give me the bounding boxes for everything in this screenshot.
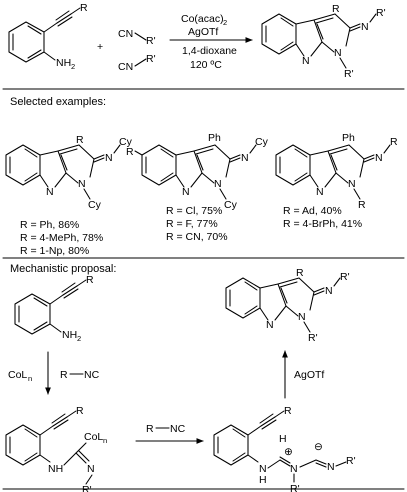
step3-arrow-group: AgOTf bbox=[282, 350, 324, 399]
cy-label: Cy bbox=[224, 199, 238, 211]
r-prime-label: R' bbox=[346, 455, 356, 467]
n-label: N bbox=[298, 311, 306, 323]
n-label: N bbox=[302, 55, 310, 67]
r-label: R bbox=[358, 199, 366, 211]
n-label: N bbox=[327, 461, 335, 473]
r-prime-label-2: R' bbox=[146, 53, 156, 65]
n-label: N bbox=[266, 319, 274, 331]
r-prime-label: R' bbox=[290, 483, 300, 492]
nh2-subscript: 2 bbox=[71, 62, 75, 71]
nh-label: NH bbox=[48, 463, 63, 475]
r-prime-label-1: R' bbox=[146, 35, 156, 47]
n-label: N bbox=[214, 178, 222, 190]
step1-cobalt-subscript: n bbox=[28, 374, 32, 383]
nh-label: NH bbox=[62, 329, 77, 341]
n-label: N bbox=[78, 178, 86, 190]
h-label: H bbox=[259, 474, 267, 486]
r-label: R bbox=[332, 3, 340, 15]
n-label: N bbox=[87, 463, 95, 475]
n-label: N bbox=[105, 152, 113, 164]
n-label: N bbox=[241, 152, 249, 164]
cobalt-imidoyl-intermediate: R NH CoL n N R' bbox=[5, 405, 107, 492]
r-label: R bbox=[296, 267, 304, 279]
r-prime-label: R' bbox=[340, 271, 350, 283]
cy-label: Cy bbox=[119, 136, 133, 148]
r-prime-label: R' bbox=[344, 68, 354, 80]
n-label: N bbox=[375, 152, 383, 164]
additive-label: AgOTf bbox=[188, 26, 218, 38]
example-2-structure: R Ph N Cy N N Cy bbox=[126, 132, 269, 211]
mechanism-starting-material: R NH 2 bbox=[14, 274, 94, 343]
example-2-yield: R = F, 77% bbox=[166, 218, 218, 230]
mechanistic-proposal-heading: Mechanistic proposal: bbox=[10, 263, 116, 275]
isocyanide-reagent: CN R' CN R' bbox=[118, 28, 156, 73]
zwitterion-intermediate: R N H H N ⊕ R' ⊖ N R' bbox=[213, 405, 356, 492]
cn-label-2: CN bbox=[118, 61, 133, 73]
n-label: N bbox=[334, 47, 342, 59]
minus-charge: ⊖ bbox=[314, 441, 323, 453]
example-1-structure: R N Cy N N Cy bbox=[5, 134, 133, 211]
catalyst-subscript: 2 bbox=[223, 18, 227, 27]
n-label: N bbox=[316, 186, 324, 198]
example-1-yield: R = Ph, 86% bbox=[20, 219, 79, 231]
n-label: N bbox=[348, 178, 356, 190]
step3-silver-reagent: AgOTf bbox=[294, 369, 324, 381]
starting-alkynylaniline: R NH 2 bbox=[8, 2, 88, 71]
header-reaction: R NH 2 + CN R' CN R' Co(acac) 2 AgOTf 1,… bbox=[8, 2, 386, 80]
product-indolopyrrole: R N R' N N R' bbox=[261, 3, 386, 80]
step2-arrow-group: R NC bbox=[135, 423, 204, 444]
r-label: R bbox=[76, 134, 84, 146]
catalyst-label: Co(acac) bbox=[181, 13, 224, 25]
reaction-conditions: Co(acac) 2 AgOTf 1,4-dioxane 120 ºC bbox=[169, 13, 253, 71]
example-1-yield: R = 4-MePh, 78% bbox=[20, 232, 103, 244]
n-label: N bbox=[259, 463, 267, 475]
r-label: R bbox=[126, 146, 134, 158]
example-3-yield: R = Ad, 40% bbox=[283, 205, 342, 217]
r-prime-label: R' bbox=[376, 7, 386, 19]
plus-sign: + bbox=[97, 41, 103, 53]
example-2-yield: R = Cl, 75% bbox=[166, 205, 222, 217]
step1-arrow-group: CoL n R NC bbox=[8, 351, 100, 395]
step1-cobalt-reagent: CoL bbox=[8, 369, 27, 381]
cn-label-1: CN bbox=[118, 28, 133, 40]
n-label: N bbox=[182, 186, 190, 198]
n-label: N bbox=[46, 186, 54, 198]
selected-examples-heading: Selected examples: bbox=[10, 96, 106, 108]
r-label: R bbox=[80, 2, 88, 14]
temperature-label: 120 ºC bbox=[190, 59, 222, 71]
h-label: H bbox=[279, 433, 287, 445]
plus-charge: ⊕ bbox=[284, 446, 293, 458]
step2-isocyanide-r: R bbox=[146, 423, 154, 435]
step2-isocyanide-nc: NC bbox=[170, 423, 186, 435]
step1-isocyanide-r: R bbox=[60, 369, 68, 381]
r-label: R bbox=[76, 405, 84, 417]
example-3-structure: Ph N R N N R bbox=[275, 132, 398, 211]
ph-label: Ph bbox=[342, 132, 355, 144]
r-label: R bbox=[86, 274, 94, 286]
nh2-subscript: 2 bbox=[77, 334, 81, 343]
ph-label: Ph bbox=[208, 132, 221, 144]
r-label: R bbox=[284, 405, 292, 417]
r-prime-label: R' bbox=[82, 484, 92, 492]
nh-label: NH bbox=[56, 57, 71, 69]
solvent-label: 1,4-dioxane bbox=[182, 45, 237, 57]
example-3-yield: R = 4-BrPh, 41% bbox=[283, 218, 362, 230]
cobalt-subscript: n bbox=[103, 436, 107, 445]
r-label: R bbox=[390, 136, 398, 148]
cy-label: Cy bbox=[88, 199, 102, 211]
mechanism-product-indolopyrrole: R N R' N N R' bbox=[225, 267, 350, 344]
n-label: N bbox=[325, 285, 333, 297]
cobalt-label: CoL bbox=[84, 431, 103, 443]
cy-label: Cy bbox=[255, 136, 269, 148]
n-label: N bbox=[361, 21, 369, 33]
step1-isocyanide-nc: NC bbox=[84, 369, 100, 381]
n-label: N bbox=[290, 463, 298, 475]
example-2-yield: R = CN, 70% bbox=[166, 231, 228, 243]
r-prime-label: R' bbox=[308, 332, 318, 344]
example-1-yield: R = 1-Np, 80% bbox=[20, 245, 89, 257]
